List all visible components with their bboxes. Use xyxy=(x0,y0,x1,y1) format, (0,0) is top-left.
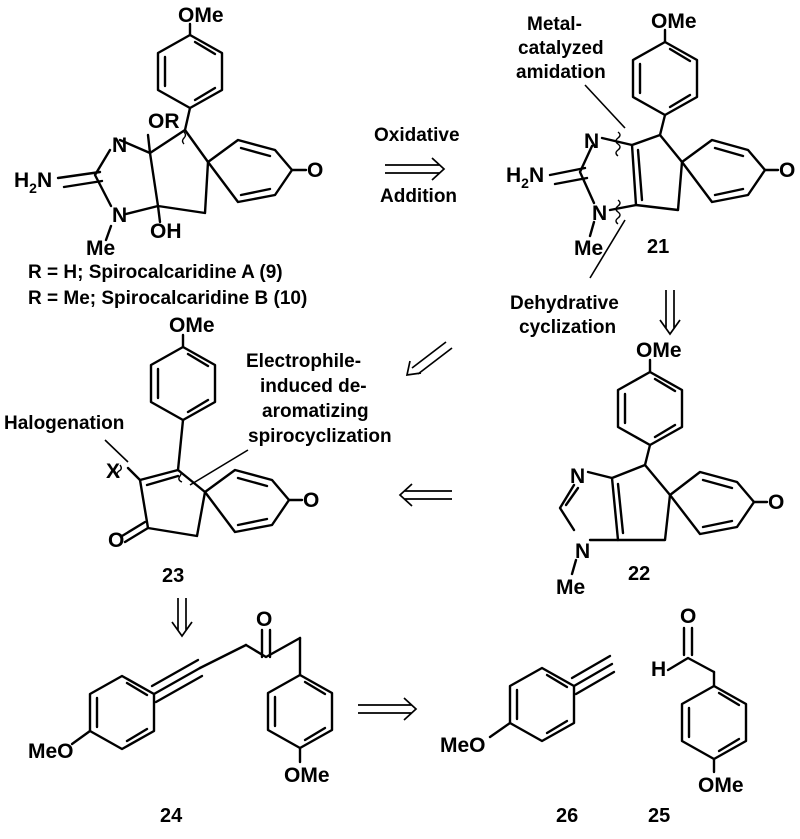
atom-or: OR xyxy=(148,110,180,133)
atom-n2: N xyxy=(575,540,590,563)
oxidative-label: Oxidative xyxy=(374,125,460,146)
retro-arrow-1 xyxy=(385,157,446,181)
atom-o: O xyxy=(307,159,323,182)
metal-label-1: Metal- xyxy=(527,14,582,35)
atom-ome: OMe xyxy=(169,314,215,337)
atom-o: O xyxy=(779,159,795,182)
metal-label-3: amidation xyxy=(516,62,606,83)
atom-n2: N xyxy=(592,202,607,225)
atom-ome: OMe xyxy=(651,10,697,33)
atom-h2n: H2N xyxy=(506,164,544,191)
compound-26-number: 26 xyxy=(556,805,578,827)
metal-label-2: catalyzed xyxy=(518,38,604,59)
addition-label: Addition xyxy=(380,186,457,207)
atom-me: Me xyxy=(556,576,585,599)
retro-arrow-3 xyxy=(405,341,453,377)
atom-h: H xyxy=(651,658,666,681)
atom-meo: MeO xyxy=(440,734,486,757)
compound-26-structure xyxy=(488,654,616,743)
electrophile-label-2: induced de- xyxy=(260,376,367,397)
dehydrative-label-1: Dehydrative xyxy=(510,293,619,314)
spirocalcaridine-b-caption: R = Me; Spirocalcaridine B (10) xyxy=(28,288,307,309)
compound-25-number: 25 xyxy=(648,805,670,827)
atom-o: O xyxy=(680,605,696,628)
spirocalcaridine-a-caption: R = H; Spirocalcaridine A (9) xyxy=(28,262,283,283)
atom-meo: MeO xyxy=(28,740,74,763)
atom-ome: OMe xyxy=(698,774,744,797)
atom-ome: OMe xyxy=(178,4,224,27)
atom-ome: OMe xyxy=(284,764,330,787)
electrophile-label-1: Electrophile- xyxy=(246,351,361,372)
compound-24-number: 24 xyxy=(160,805,183,827)
atom-oh: OH xyxy=(150,220,182,243)
atom-me: Me xyxy=(86,237,115,260)
atom-o: O xyxy=(256,608,272,631)
spirocalcaridine-structure xyxy=(56,22,308,242)
compound-23-structure xyxy=(104,333,304,544)
retro-arrow-2 xyxy=(659,290,681,336)
atom-n: N xyxy=(112,134,127,157)
electrophile-label-4: spirocyclization xyxy=(248,426,392,447)
electrophile-label-3: aromatizing xyxy=(262,401,369,422)
retro-arrow-4 xyxy=(398,483,452,507)
compound-22-number: 22 xyxy=(628,563,650,585)
atom-n: N xyxy=(584,130,599,153)
compound-21-number: 21 xyxy=(647,236,669,258)
atom-o: O xyxy=(768,491,784,514)
atom-o: O xyxy=(303,489,319,512)
atom-h2n: H2N xyxy=(14,169,52,196)
atom-n: N xyxy=(570,465,585,488)
atom-ome: OMe xyxy=(636,339,682,362)
compound-22-structure xyxy=(558,358,769,576)
compound-25-structure xyxy=(666,626,748,774)
compound-23-number: 23 xyxy=(162,565,184,587)
atom-n2: N xyxy=(112,204,127,227)
halogenation-label: Halogenation xyxy=(4,413,124,434)
dehydrative-label-2: cyclization xyxy=(519,317,616,338)
retro-arrow-6 xyxy=(358,697,418,721)
compound-21-structure xyxy=(548,28,780,279)
retro-arrow-5 xyxy=(171,598,193,638)
atom-x: X xyxy=(106,460,120,483)
atom-o-left: O xyxy=(108,529,124,552)
compound-24-structure xyxy=(70,628,334,764)
atom-me: Me xyxy=(574,237,603,260)
